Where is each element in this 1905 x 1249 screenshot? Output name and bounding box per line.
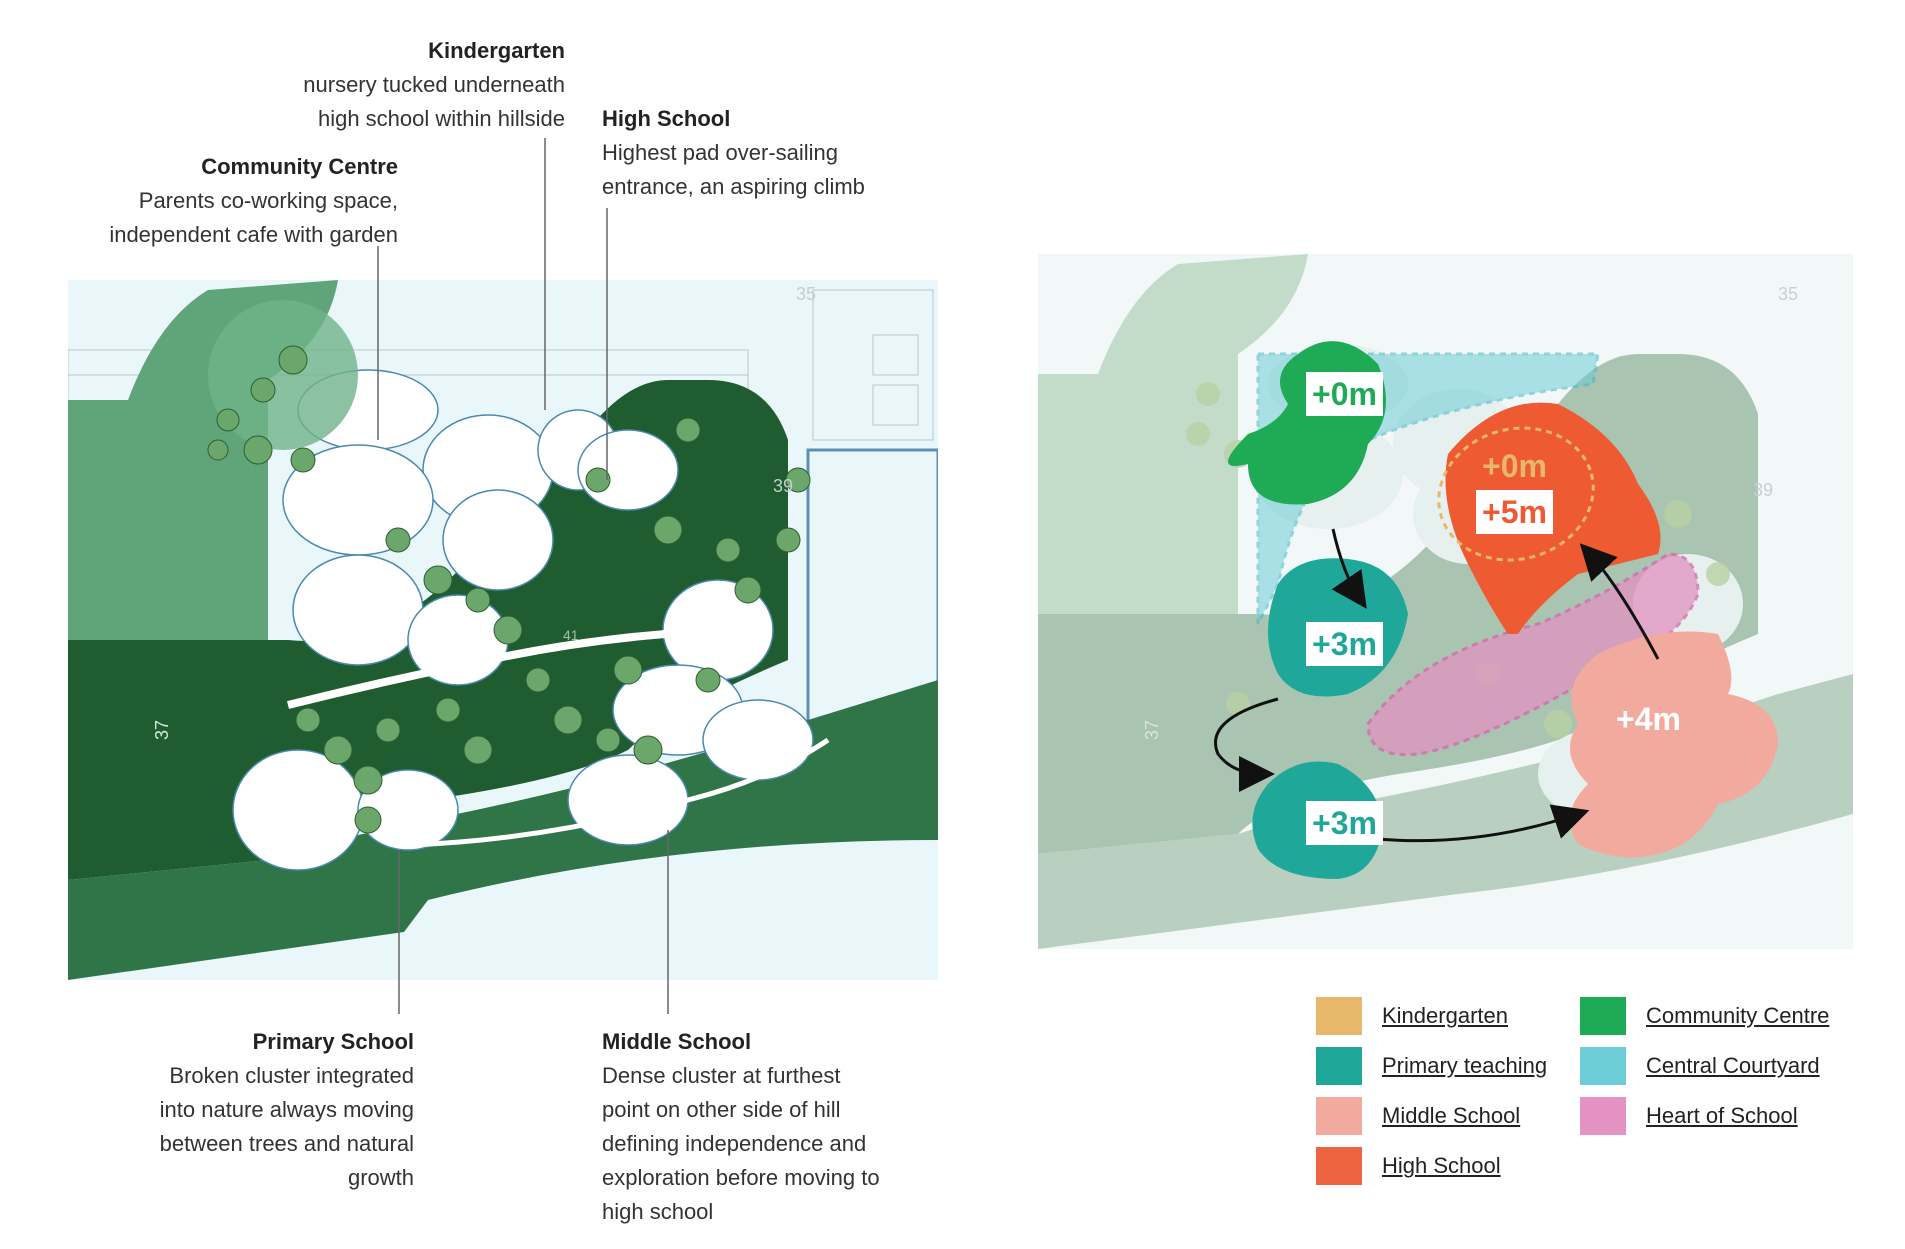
legend-label: High School (1382, 1153, 1501, 1178)
legend-label: Middle School (1382, 1103, 1521, 1128)
annotation-title: Kindergarten (428, 38, 565, 63)
zoning-diagram: 35 39 37 (1038, 254, 1853, 949)
legend: Kindergarten Community Centre Primary te… (1316, 996, 1876, 1216)
level-badge-high-lower: +0m (1482, 448, 1547, 484)
legend-swatch (1316, 1147, 1362, 1185)
legend-item-high-school: High School (1316, 1146, 1501, 1186)
zone-middle-school (1570, 631, 1778, 858)
legend-swatch (1580, 1047, 1626, 1085)
legend-item-heart-of-school: Heart of School (1580, 1096, 1798, 1136)
level-badge-high-upper: +5m (1476, 490, 1553, 534)
legend-item-primary-teaching: Primary teaching (1316, 1046, 1547, 1086)
contour-label-41: 41 (563, 627, 579, 643)
legend-swatch (1316, 997, 1362, 1035)
legend-item-central-courtyard: Central Courtyard (1580, 1046, 1820, 1086)
annotation-title: Middle School (602, 1029, 752, 1054)
annotation-primary-school: Primary School Broken cluster integrated… (60, 1025, 414, 1195)
legend-item-middle-school: Middle School (1316, 1096, 1520, 1136)
annotation-community-centre: Community Centre Parents co-working spac… (20, 150, 398, 252)
contour-label-37: 37 (152, 720, 172, 740)
legend-item-community-centre: Community Centre (1580, 996, 1829, 1036)
level-badge-middle: +4m (1616, 701, 1681, 737)
annotation-kindergarten: Kindergarten nursery tucked underneath h… (215, 34, 565, 136)
legend-swatch (1316, 1047, 1362, 1085)
annotation-high-school: High School Highest pad over-sailing ent… (602, 102, 962, 204)
annotation-title: Primary School (252, 1029, 414, 1054)
zone-high-school (1445, 402, 1661, 634)
contour-label-35: 35 (796, 284, 816, 304)
contour-label-39: 39 (773, 476, 793, 496)
annotation-desc: nursery tucked underneath high school wi… (303, 72, 565, 131)
legend-label: Community Centre (1646, 1003, 1830, 1028)
annotation-desc: Parents co-working space, independent ca… (109, 188, 398, 247)
annotation-desc: Highest pad over-sailing entrance, an as… (602, 140, 865, 199)
level-badge-community: +0m (1306, 372, 1383, 416)
contour-label-37: 37 (1142, 720, 1162, 740)
contour-label-35: 35 (1778, 284, 1798, 304)
legend-label: Kindergarten (1382, 1003, 1508, 1028)
annotation-title: Community Centre (201, 154, 398, 179)
annotation-desc: Broken cluster integrated into nature al… (159, 1063, 414, 1190)
annotation-desc: Dense cluster at furthest point on other… (602, 1063, 880, 1224)
legend-swatch (1580, 1097, 1626, 1135)
legend-label: Heart of School (1646, 1103, 1798, 1128)
annotation-title: High School (602, 106, 731, 131)
site-plan-left: 35 39 41 37 (68, 280, 938, 980)
level-badge-primary-lower: +3m (1306, 801, 1383, 845)
annotation-middle-school: Middle School Dense cluster at furthest … (602, 1025, 962, 1229)
legend-label: Primary teaching (1382, 1053, 1548, 1078)
legend-swatch (1580, 997, 1626, 1035)
legend-label: Central Courtyard (1646, 1053, 1820, 1078)
level-badge-primary-upper: +3m (1306, 622, 1383, 666)
legend-swatch (1316, 1097, 1362, 1135)
contour-label-39: 39 (1753, 480, 1773, 500)
legend-item-kindergarten: Kindergarten (1316, 996, 1508, 1036)
